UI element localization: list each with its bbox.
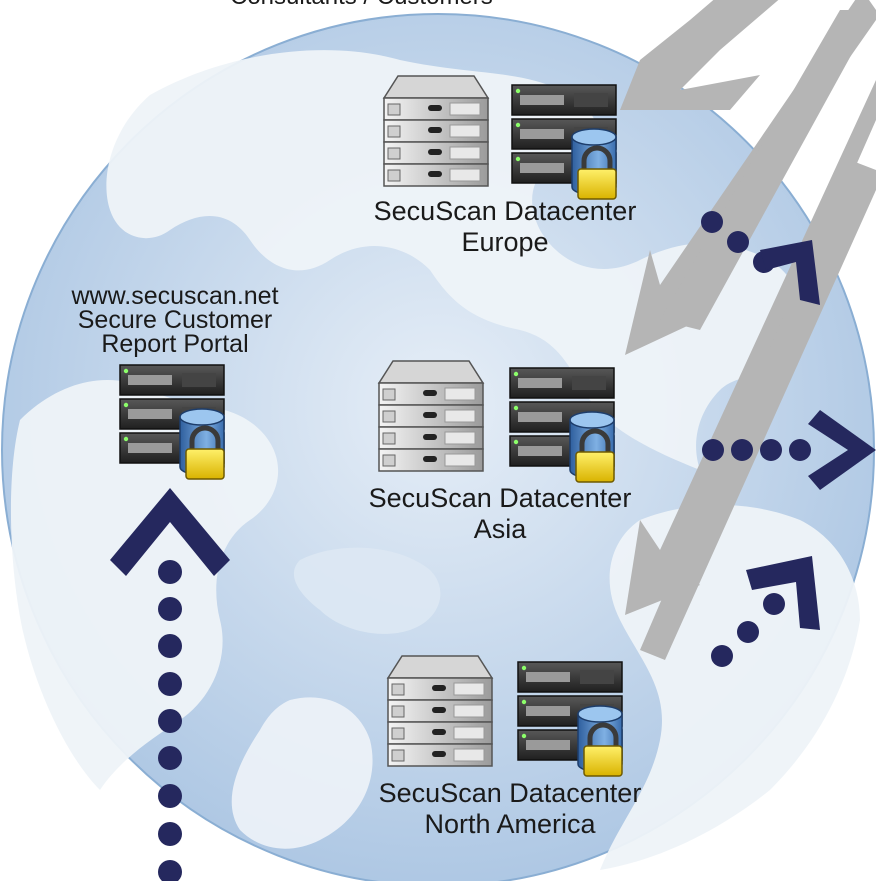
datacenter-region: Asia xyxy=(473,514,527,544)
secure-storage-icon xyxy=(120,365,224,479)
server-rack-icon xyxy=(387,655,493,767)
secure-storage-icon xyxy=(518,662,622,776)
landmass-north xyxy=(106,50,806,470)
datacenter-name: SecuScan Datacenter xyxy=(378,778,642,808)
portal-url: www.secuscan.net xyxy=(71,282,279,310)
customer-portal-server xyxy=(120,365,224,479)
secure-storage-icon xyxy=(510,368,614,482)
landmass-west xyxy=(10,380,279,790)
server-rack-icon xyxy=(378,360,484,472)
datacenter-name: SecuScan Datacenter xyxy=(368,483,632,513)
portal-label: www.secuscan.net Secure Customer Report … xyxy=(40,282,310,358)
datacenter-asia-label: SecuScan Datacenter Asia xyxy=(345,483,655,545)
portal-title-line1: Secure Customer xyxy=(77,306,273,334)
navy-dotted-arrows xyxy=(110,211,876,881)
portal-title-line2: Report Portal xyxy=(101,330,249,358)
landmass-south xyxy=(231,697,373,849)
datacenter-region: Europe xyxy=(461,227,549,257)
datacenter-europe-label: SecuScan Datacenter Europe xyxy=(350,196,660,258)
datacenter-region: North America xyxy=(424,809,596,839)
server-rack-icon xyxy=(383,75,489,187)
datacenter-name: SecuScan Datacenter xyxy=(373,196,637,226)
datacenter-north-america-label: SecuScan Datacenter North America xyxy=(355,778,665,840)
arrow-return-1 xyxy=(660,10,876,330)
arrow-to-europe xyxy=(620,0,779,110)
secure-storage-icon xyxy=(512,85,616,199)
arrow-to-north-america xyxy=(625,80,876,615)
landmass-center xyxy=(293,547,441,634)
top-caption: Consultants / Customers xyxy=(230,0,493,11)
